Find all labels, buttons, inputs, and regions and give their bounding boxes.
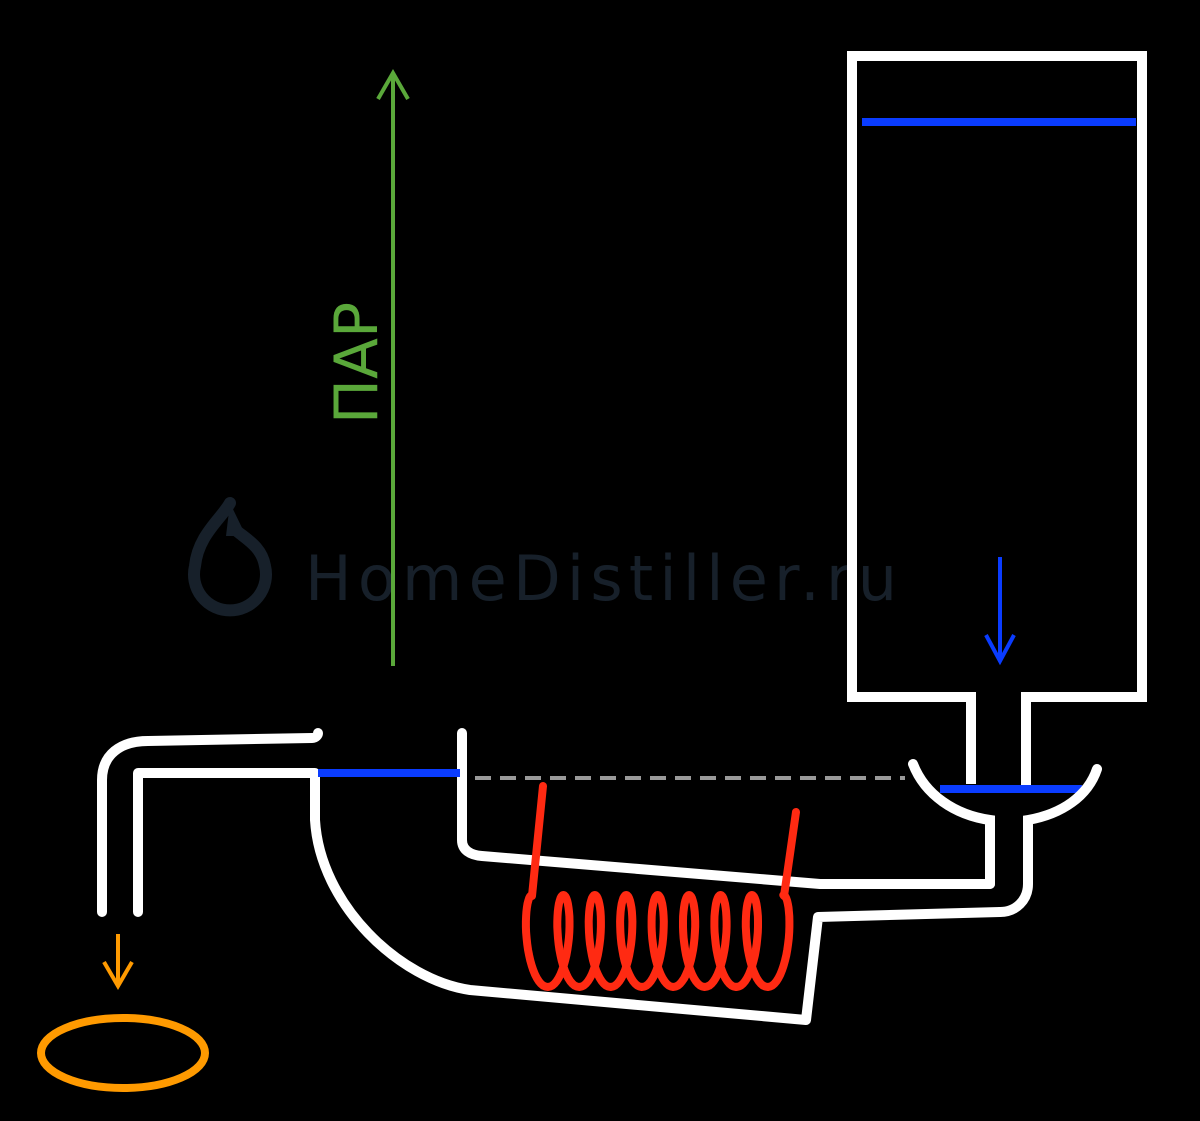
heater-right-lead	[780, 808, 800, 900]
reservoir-tank	[847, 51, 1147, 790]
vapor-label: ПАР	[322, 302, 392, 424]
distillate-output	[37, 934, 209, 1092]
output-arrow-head	[102, 960, 134, 990]
watermark-droplet-icon	[188, 497, 272, 617]
watermark-droplet-arrow-icon	[226, 503, 246, 536]
boiler-inner-wall	[457, 728, 995, 889]
tank-flow-arrow-head	[984, 634, 1016, 666]
heater-coil	[521, 891, 794, 991]
outlet-tube-outer	[97, 728, 323, 917]
vapor-arrow-head	[376, 68, 410, 100]
heater	[521, 782, 800, 991]
collection-vessel	[37, 1014, 209, 1092]
boiler	[97, 728, 1005, 1025]
boiler-outer-wall	[133, 768, 1005, 1025]
level-cup	[908, 759, 1102, 917]
tank-outline	[847, 51, 1147, 790]
vapor-indicator: ПАР	[322, 68, 410, 666]
cup-left-wall	[908, 759, 995, 889]
heater-left-lead	[528, 782, 547, 900]
cup-right-wall	[995, 764, 1102, 917]
